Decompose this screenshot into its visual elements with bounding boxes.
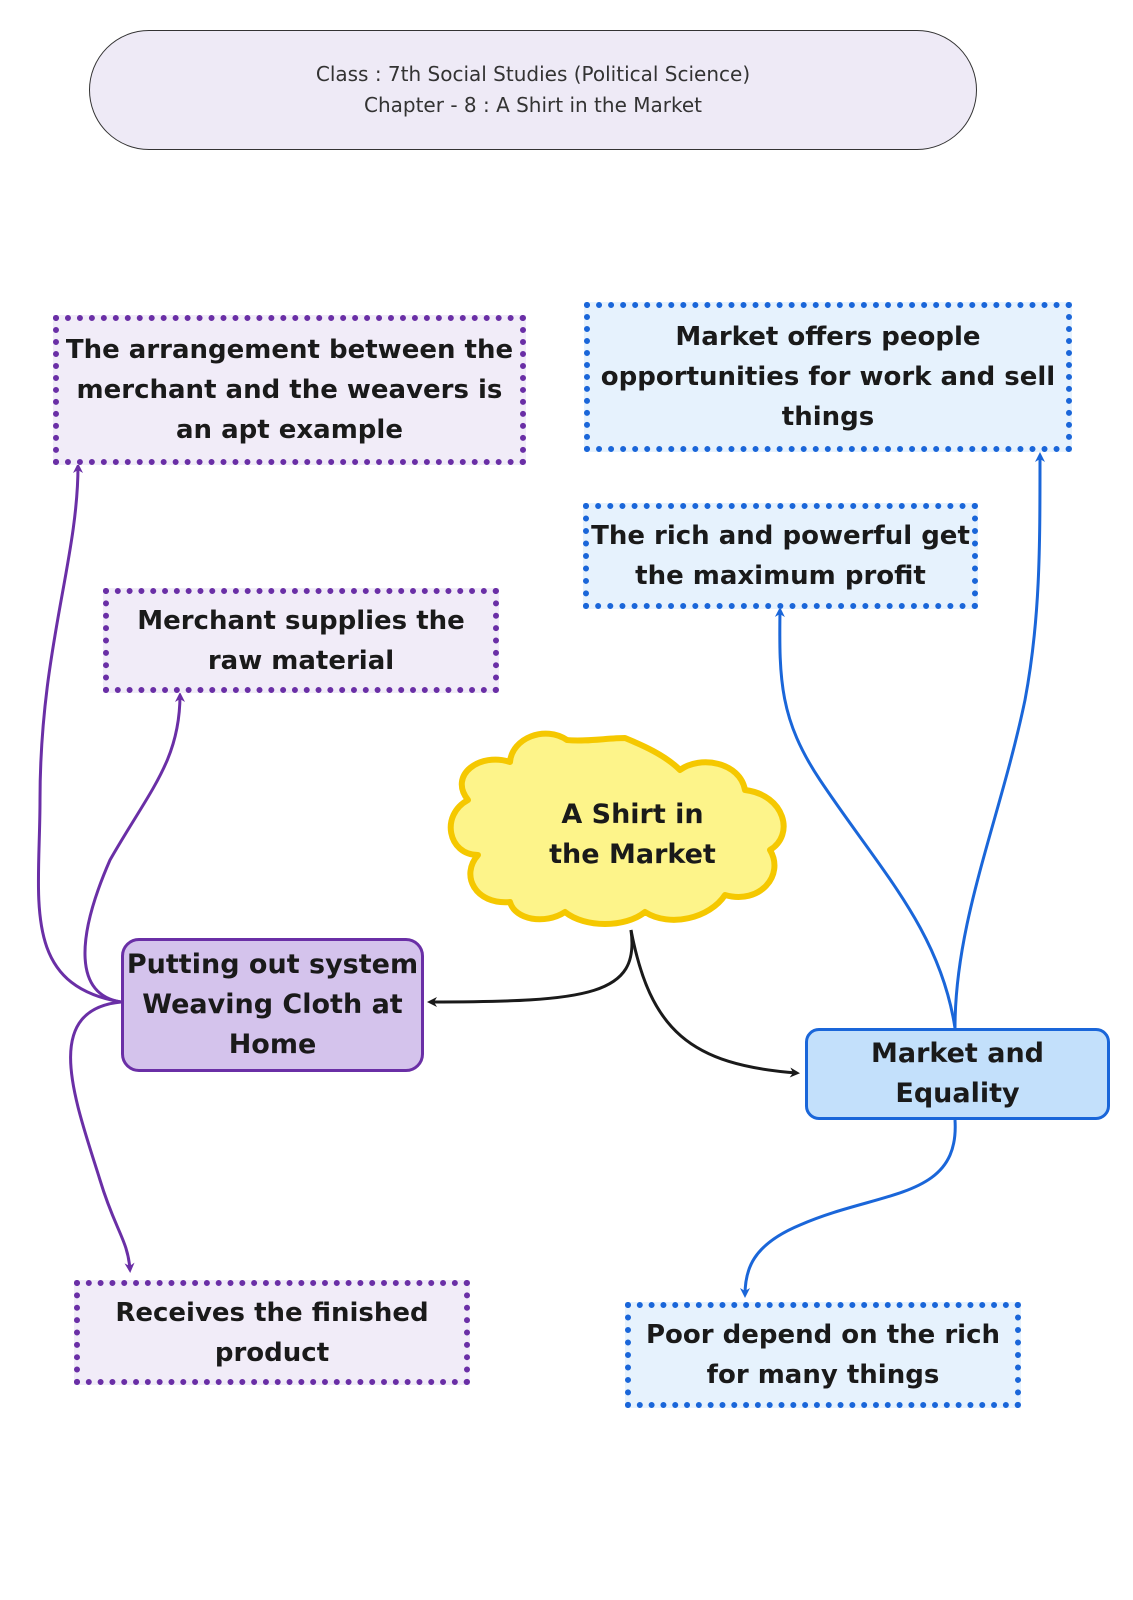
node-rich-line1: The rich and powerful get bbox=[591, 521, 970, 551]
node-poor-line2: for many things bbox=[706, 1360, 940, 1390]
arrow-to-poor-depend bbox=[740, 1119, 957, 1298]
node-poor-depend: Poor depend on the rich for many things bbox=[625, 1302, 1021, 1408]
central-topic-line1: A Shirt in bbox=[561, 799, 704, 830]
node-poor-line1: Poor depend on the rich bbox=[645, 1320, 1001, 1350]
node-receives-line1: Receives the finished bbox=[115, 1297, 429, 1328]
node-putting-out-line3: Home bbox=[228, 1029, 317, 1060]
node-merchant-supplies: Merchant supplies the raw material bbox=[103, 588, 499, 693]
node-arrangement-example: The arrangement between the merchant and… bbox=[53, 315, 526, 465]
cloud-shape bbox=[447, 730, 787, 927]
node-market-and-equality: Market and Equality bbox=[805, 1028, 1110, 1120]
arrow-to-market-offers bbox=[953, 452, 1045, 1029]
node-receives-line2: product bbox=[214, 1337, 330, 1368]
node-putting-out-line2: Weaving Cloth at bbox=[142, 989, 403, 1020]
node-market-offers-line1: Market offers people bbox=[675, 322, 981, 352]
header-chapter-line: Chapter - 8 : A Shirt in the Market bbox=[364, 93, 702, 117]
node-merchant-supplies-line2: raw material bbox=[207, 645, 395, 676]
arrow-to-merchant-supplies bbox=[83, 692, 185, 1004]
node-market-equality-label: Market and Equality bbox=[870, 1038, 1045, 1109]
node-putting-out-system: Putting out system Weaving Cloth at Home bbox=[121, 938, 424, 1072]
header-class-line: Class : 7th Social Studies (Political Sc… bbox=[315, 62, 751, 86]
node-market-offers-line3: things bbox=[781, 402, 875, 432]
arrow-to-rich-powerful bbox=[774, 607, 957, 1029]
arrow-to-receives-product bbox=[69, 1000, 135, 1273]
diagram-header: Class : 7th Social Studies (Political Sc… bbox=[89, 30, 977, 150]
node-arrangement-line1: The arrangement between the bbox=[65, 335, 514, 365]
node-merchant-supplies-line1: Merchant supplies the bbox=[137, 605, 465, 636]
node-receives-product: Receives the finished product bbox=[74, 1280, 470, 1385]
arrow-center-to-market-equality bbox=[629, 929, 800, 1078]
node-rich-line2: the maximum profit bbox=[635, 561, 926, 591]
central-topic: A Shirt in the Market bbox=[520, 790, 745, 880]
node-market-offers: Market offers people opportunities for w… bbox=[584, 302, 1072, 452]
node-putting-out-line1: Putting out system bbox=[126, 949, 419, 980]
node-arrangement-line3: an apt example bbox=[176, 415, 403, 445]
node-rich-powerful: The rich and powerful get the maximum pr… bbox=[583, 503, 978, 609]
arrow-center-to-putting-out bbox=[427, 929, 634, 1007]
node-arrangement-line2: merchant and the weavers is bbox=[76, 375, 503, 405]
central-topic-line2: the Market bbox=[549, 839, 716, 870]
arrow-to-arrangement bbox=[36, 463, 122, 1004]
node-market-offers-line2: opportunities for work and sell bbox=[600, 362, 1056, 392]
